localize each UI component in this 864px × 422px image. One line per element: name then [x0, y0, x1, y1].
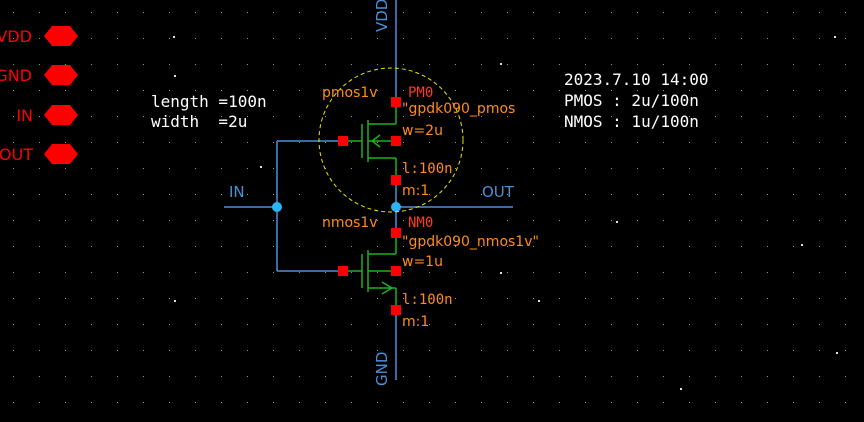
nmos-model: "gpdk090_nmos1v": [402, 234, 539, 250]
wires: [224, 0, 513, 380]
pin-label: GND: [0, 66, 32, 85]
nmos-multiplier: m:1: [402, 314, 429, 330]
pmos-instance-name: PM0: [408, 85, 433, 101]
pin-label: VDD: [0, 27, 32, 46]
pmos-model: "gpdk090_pmos: [402, 101, 515, 117]
junction-dot-icon: [272, 202, 282, 212]
selection-circle: [318, 67, 464, 213]
nmos-gate-pin: [338, 266, 348, 276]
pmos-multiplier: m:1: [402, 183, 429, 199]
pmos-length: l:100n: [402, 161, 453, 177]
junction-dot-icon: [391, 202, 401, 212]
pmos-drain-pin: [391, 175, 401, 185]
pmos-device[interactable]: pmos1v PM0 "gpdk090_pmos w=2u l:100n m:1: [318, 67, 515, 213]
nmos-bulk-pin: [391, 266, 401, 276]
nmos-length: l:100n: [402, 292, 453, 308]
pin-vdd[interactable]: VDD: [0, 26, 78, 46]
net-label-vdd: VDD: [373, 0, 391, 32]
nmos-instance-name: NM0: [408, 215, 433, 231]
pin-out[interactable]: OUT: [0, 144, 78, 164]
pmos-cell-name: pmos1v: [322, 85, 378, 101]
net-label-in: IN: [229, 183, 245, 201]
annotation-width: width =2u: [151, 112, 247, 131]
net-label-gnd: GND: [373, 352, 391, 386]
pin-gnd[interactable]: GND: [0, 65, 78, 85]
pin-hexagon-icon: [44, 26, 78, 46]
nmos-width: w=1u: [402, 254, 443, 270]
pin-in[interactable]: IN: [16, 105, 78, 125]
pmos-width: w=2u: [402, 123, 443, 139]
nmos-drain-pin: [391, 228, 401, 238]
pmos-gate-pin: [338, 136, 348, 146]
pin-label: OUT: [0, 145, 33, 164]
pmos-bulk-pin: [391, 136, 401, 146]
note-nmos-size: NMOS : 1u/100n: [564, 112, 699, 131]
annotation-length: length =100n: [151, 92, 267, 111]
pin-hexagon-icon: [44, 144, 78, 164]
pin-label: IN: [16, 106, 33, 125]
net-label-out: OUT: [482, 183, 515, 201]
nmos-device[interactable]: nmos1v NM0 "gpdk090_nmos1v" w=1u l:100n …: [322, 215, 539, 330]
note-timestamp: 2023.7.10 14:00: [564, 70, 709, 89]
pmos-source-pin: [391, 97, 401, 107]
nmos-cell-name: nmos1v: [322, 215, 378, 231]
note-pmos-size: PMOS : 2u/100n: [564, 91, 699, 110]
pin-hexagon-icon: [44, 105, 78, 125]
nmos-source-pin: [391, 305, 401, 315]
pin-hexagon-icon: [44, 65, 78, 85]
